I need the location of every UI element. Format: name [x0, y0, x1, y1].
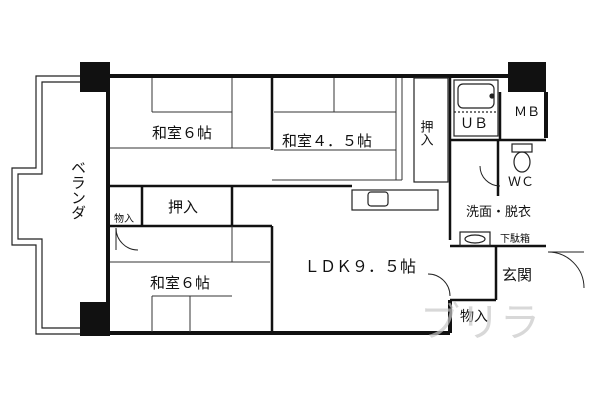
toilet-fixture: [511, 143, 533, 173]
room-label-washitsu-45: 和室４．５帖: [282, 132, 372, 150]
mb-label: ＭＢ: [514, 105, 540, 120]
oshiire-top-outline: [413, 77, 449, 183]
wc-label: ＷＣ: [508, 175, 534, 190]
getabako-label: 下駄箱: [500, 232, 530, 245]
oshiire-top-label: 押入: [418, 120, 434, 146]
room-label-washitsu-top: 和室６帖: [152, 124, 212, 142]
watermark-logo: ブリラ: [420, 300, 540, 346]
senmen-label: 洗面・脱衣: [466, 204, 531, 220]
oshiire-mid-label: 押入: [168, 198, 198, 216]
structural-columns: [80, 62, 546, 336]
balcony: [11, 75, 82, 335]
wash-basin: [459, 231, 491, 247]
outer-walls: [106, 74, 548, 335]
genkan-label: 玄関: [502, 266, 532, 284]
kitchen-counter: [351, 189, 439, 211]
room-label-ldk: ＬＤＫ９．５帖: [304, 257, 416, 276]
monoire-entry-label: 物入: [460, 309, 488, 325]
monoire-small-label: 物入: [114, 212, 134, 225]
balcony-label: ベランダ: [69, 160, 87, 220]
room-label-washitsu-bottom: 和室６帖: [150, 274, 210, 292]
tatami-lines: [110, 78, 403, 332]
ub-label: ＵＢ: [460, 116, 488, 132]
unit-bath: [453, 79, 499, 137]
door-swings: [115, 165, 585, 297]
